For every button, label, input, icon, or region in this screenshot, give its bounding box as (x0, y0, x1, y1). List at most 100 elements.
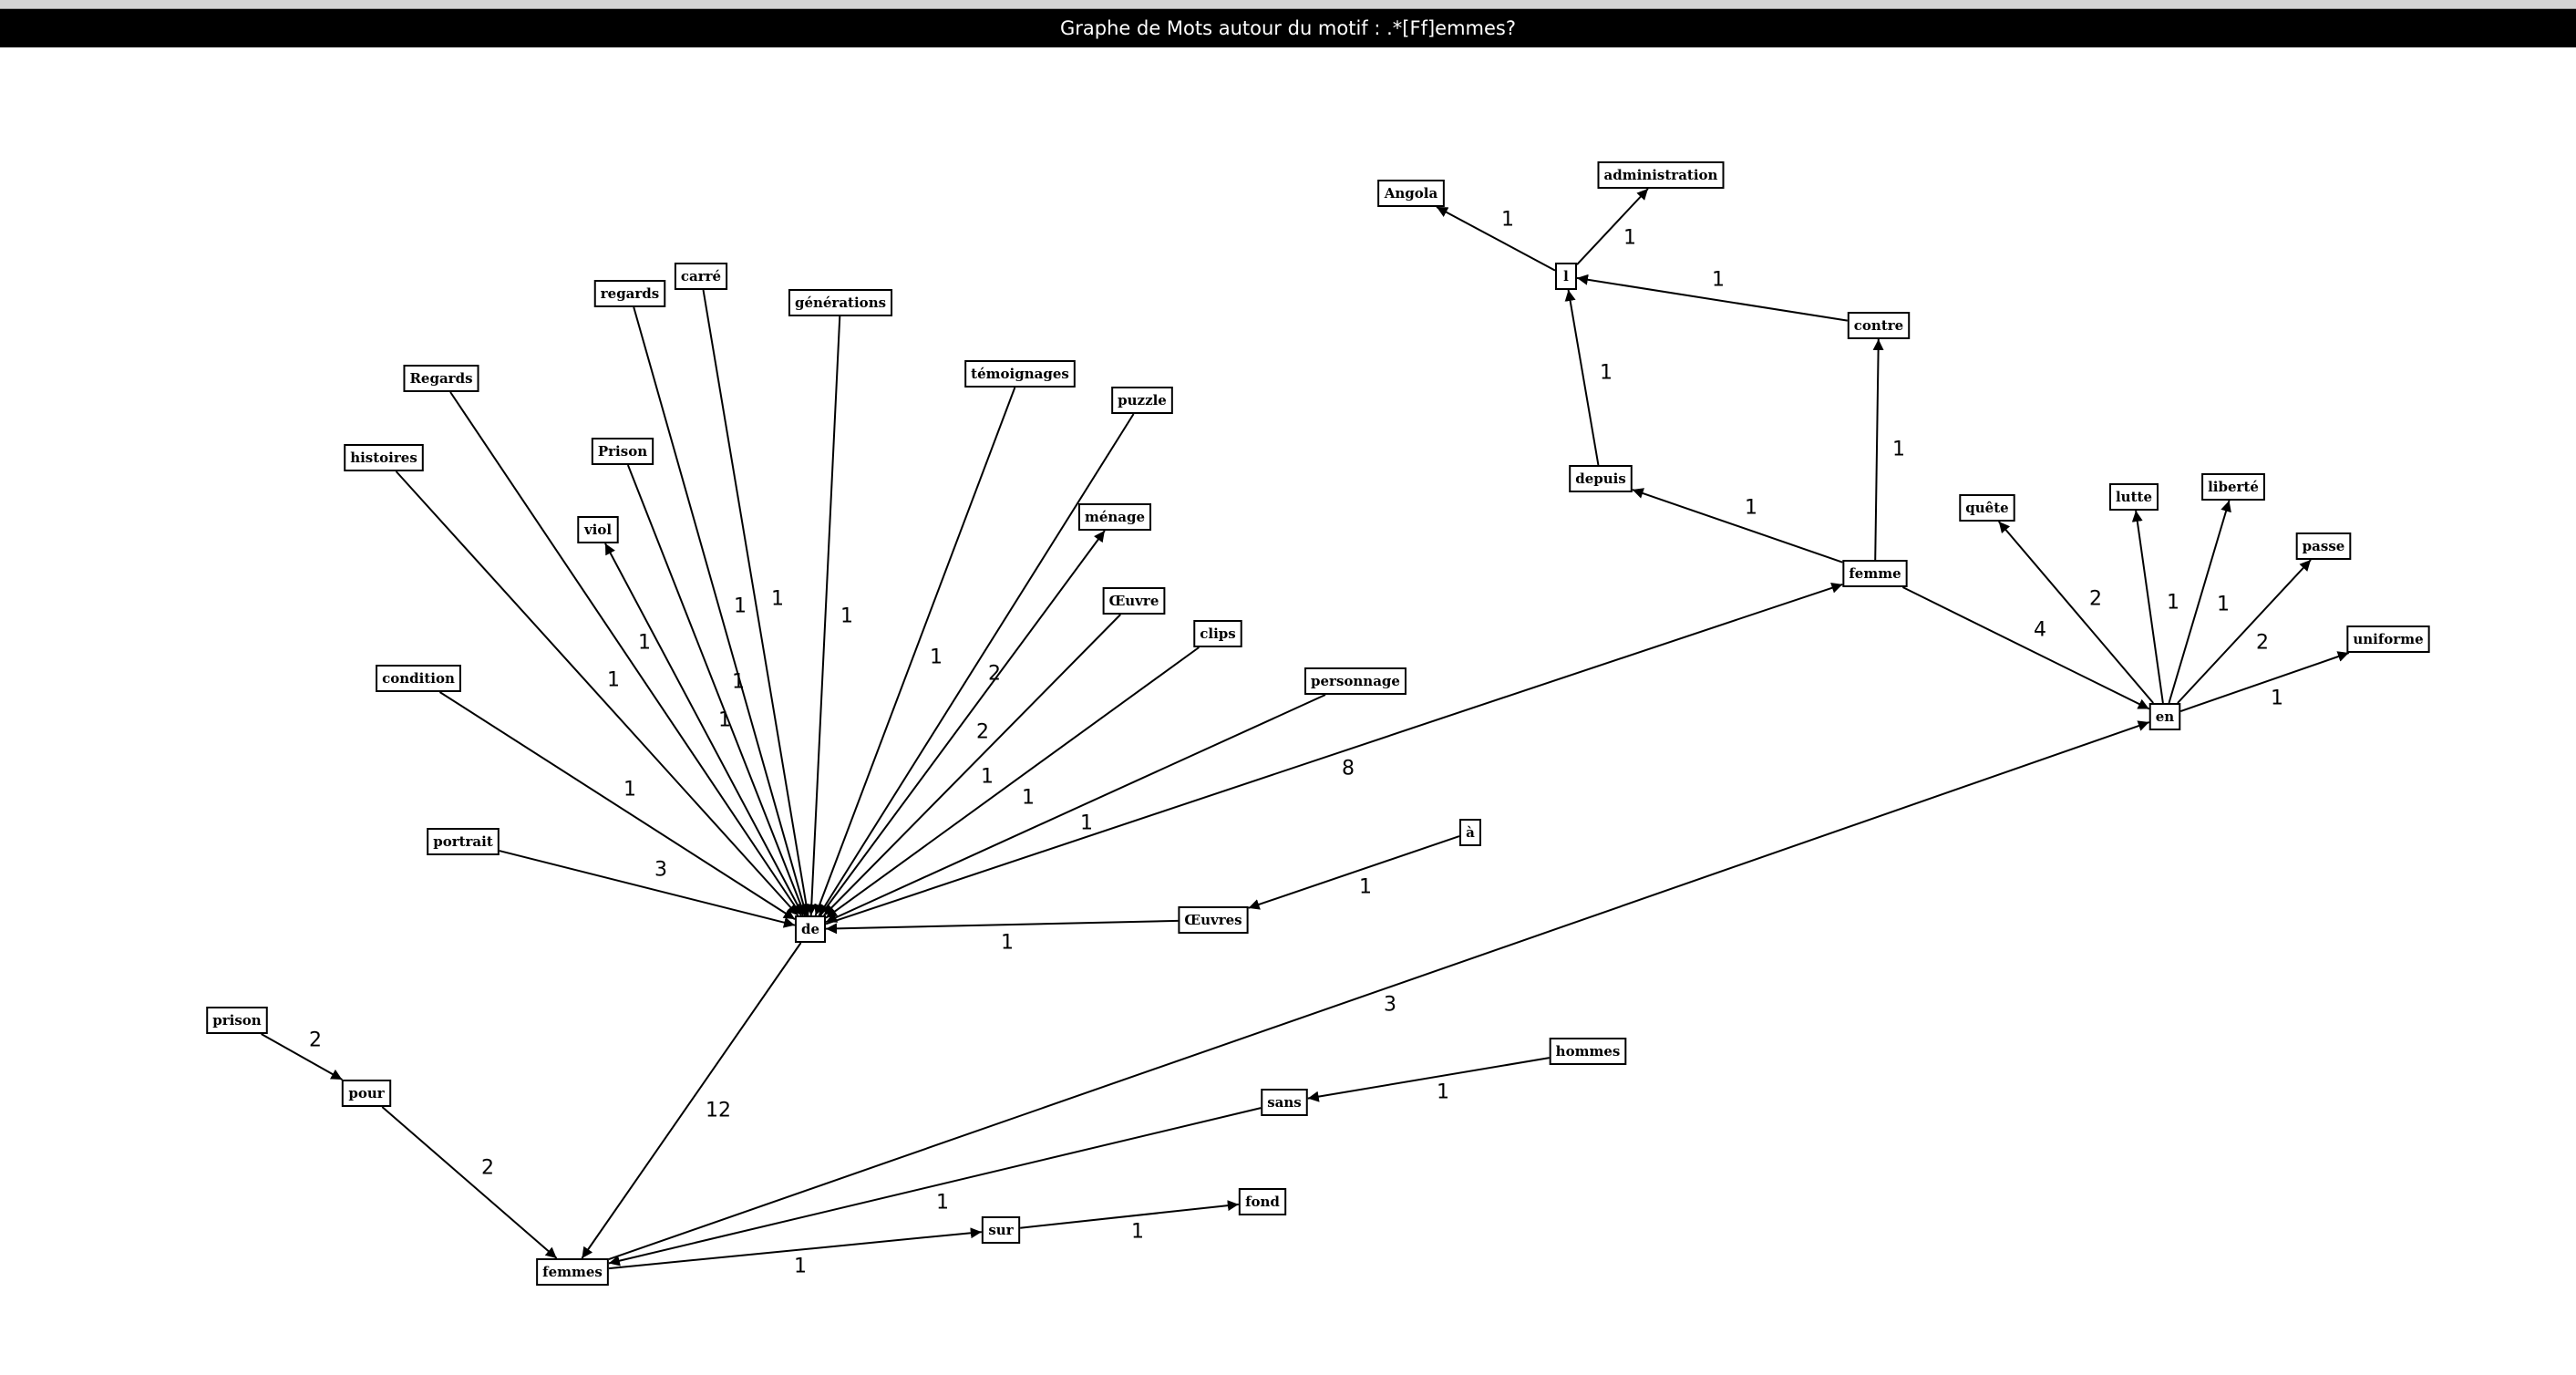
node-femmes[interactable]: femmes (536, 1258, 609, 1286)
node-lutte[interactable]: lutte (2108, 483, 2159, 511)
node-box (981, 1216, 1021, 1244)
node-menage[interactable]: ménage (1077, 503, 1152, 531)
node-liberte[interactable]: liberté (2201, 473, 2265, 501)
node-viol[interactable]: viol (577, 516, 619, 543)
edge-arrow (608, 1227, 982, 1270)
node-box (788, 289, 893, 316)
edge-arrow (261, 1033, 343, 1080)
node-regards[interactable]: Regards (403, 365, 479, 392)
edge-arrow (633, 306, 809, 916)
edge-weight-label: 2 (2089, 588, 2102, 611)
node-box (2201, 473, 2265, 501)
node-box (376, 665, 461, 692)
edge-weight-label: 1 (732, 671, 745, 694)
edge-arrow (1901, 586, 2150, 710)
node-label: sans (1267, 1094, 1302, 1111)
node-administration[interactable]: administration (1597, 161, 1725, 189)
edge-puzzle-to-de: 2 (818, 413, 1135, 916)
node-fond[interactable]: fond (1238, 1188, 1287, 1215)
node-label: uniforme (2353, 631, 2423, 647)
edge-arrow (395, 470, 799, 916)
node-box (1842, 560, 1908, 587)
node-prison[interactable]: prison (206, 1007, 268, 1034)
node-puzzle[interactable]: puzzle (1111, 387, 1173, 414)
node-oeuvre[interactable]: Œuvre (1102, 587, 1166, 615)
edge-portrait-to-de: 3 (499, 850, 796, 928)
node-label: femme (1849, 565, 1901, 582)
edge-carre-to-de: 1 (702, 289, 812, 916)
node-box (1459, 819, 1481, 846)
node-box (206, 1007, 268, 1034)
edge-clips-to-de: 1 (825, 646, 1200, 919)
edge-arrow (1998, 521, 2154, 704)
node-sur[interactable]: sur (981, 1216, 1021, 1244)
edge-weight-label: 1 (1001, 932, 1014, 955)
node-box (1847, 312, 1911, 339)
node-box (1077, 503, 1152, 531)
node-uniforme[interactable]: uniforme (2346, 625, 2430, 653)
node-condition[interactable]: condition (376, 665, 461, 692)
node-histoires[interactable]: histoires (344, 444, 424, 471)
edge-contre-to-l: 1 (1576, 269, 1848, 322)
node-label: témoignages (971, 366, 1069, 382)
node-sans[interactable]: sans (1261, 1089, 1308, 1116)
node-oeuvres[interactable]: Œuvres (1178, 906, 1249, 934)
node-clips[interactable]: clips (1193, 620, 1242, 647)
node-personnage[interactable]: personnage (1304, 667, 1406, 695)
node-contre[interactable]: contre (1847, 312, 1911, 339)
edge-arrow (608, 1107, 1262, 1266)
edge-weight-label: 2 (976, 721, 989, 744)
node-l[interactable]: l (1555, 263, 1577, 290)
edge-weight-label: 1 (1359, 876, 1372, 899)
node-box (1193, 620, 1242, 647)
edge-arrow (702, 289, 812, 916)
node-label: portrait (433, 833, 493, 850)
edge-weight-label: 12 (706, 1100, 731, 1122)
edge-weight-label: 1 (638, 632, 651, 655)
edge-weight-label: 8 (1342, 758, 1355, 781)
edge-pour-to-femmes: 2 (381, 1106, 558, 1259)
node-label: carré (681, 268, 721, 284)
edge-weight-label: 3 (1384, 994, 1396, 1017)
node-label: à (1466, 824, 1475, 841)
node-de[interactable]: de (794, 915, 827, 943)
node-angola[interactable]: Angola (1377, 180, 1445, 207)
edge-weight-label: 1 (794, 1256, 807, 1278)
edge-arrow (1632, 488, 1843, 563)
node-pour[interactable]: pour (341, 1080, 392, 1107)
edge-arrow (608, 720, 2150, 1261)
edge-weight-label: 1 (734, 595, 747, 618)
edge-arrow (438, 691, 796, 920)
edge-arrow (2131, 510, 2164, 704)
node-temoignages[interactable]: témoignages (964, 360, 1076, 388)
node-generations[interactable]: générations (788, 289, 893, 316)
node-a[interactable]: à (1459, 819, 1481, 846)
node-box (344, 444, 424, 471)
node-femme[interactable]: femme (1842, 560, 1908, 587)
node-quete[interactable]: quête (1959, 494, 2015, 522)
node-depuis[interactable]: depuis (1569, 465, 1633, 492)
edge-weight-label: 1 (981, 766, 994, 789)
node-en[interactable]: en (2148, 703, 2181, 730)
node-carre[interactable]: carré (674, 263, 728, 290)
node-box (2108, 483, 2159, 511)
edge-weight-label: 1 (1892, 439, 1905, 461)
node-label: viol (583, 522, 612, 538)
node-label: puzzle (1118, 392, 1167, 408)
node-regards[interactable]: regards (593, 280, 666, 307)
edge-l-to-angola: 1 (1436, 206, 1556, 272)
node-label: générations (795, 295, 886, 311)
node-label: administration (1604, 167, 1718, 183)
node-passe[interactable]: passe (2295, 532, 2352, 560)
node-label: Œuvres (1184, 912, 1242, 928)
node-portrait[interactable]: portrait (427, 828, 500, 855)
node-label: passe (2303, 538, 2345, 554)
node-label: histoires (350, 450, 417, 466)
node-box (674, 263, 728, 290)
node-label: contre (1854, 317, 1903, 334)
edge-arrow (1020, 1200, 1239, 1229)
node-hommes[interactable]: hommes (1549, 1038, 1627, 1065)
node-prison[interactable]: Prison (591, 438, 654, 465)
node-label: depuis (1575, 470, 1626, 487)
